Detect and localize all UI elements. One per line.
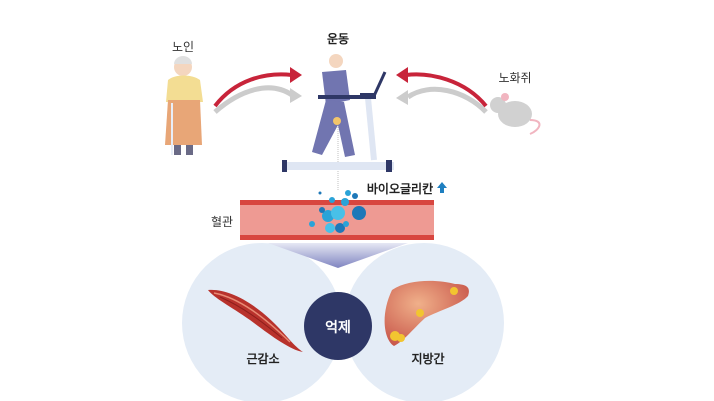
biglycan-molecules (309, 190, 366, 233)
arrows (213, 67, 488, 114)
arrow-up-icon (437, 182, 447, 193)
treadmill-runner (282, 54, 394, 172)
label-exercise: 운동 (326, 32, 350, 46)
label-aged-mouse: 노화쥐 (498, 71, 532, 85)
label-blood-vessel: 혈관 (210, 215, 234, 229)
label-fatty-liver: 지방간 (411, 352, 445, 366)
elderly-figure (165, 56, 203, 155)
mouse-figure (490, 93, 541, 135)
label-biglycan: 바이오글리칸 (366, 182, 434, 196)
inhibit-circle (304, 292, 372, 360)
fatty-liver-circle (344, 243, 504, 401)
label-sarcopenia: 근감소 (246, 352, 280, 366)
muscle-icon (208, 289, 303, 352)
label-elderly: 노인 (171, 40, 195, 54)
liver-icon (384, 280, 469, 346)
funnel (268, 243, 408, 268)
label-inhibition: 억제 (325, 320, 351, 336)
blood-vessel (240, 200, 434, 240)
